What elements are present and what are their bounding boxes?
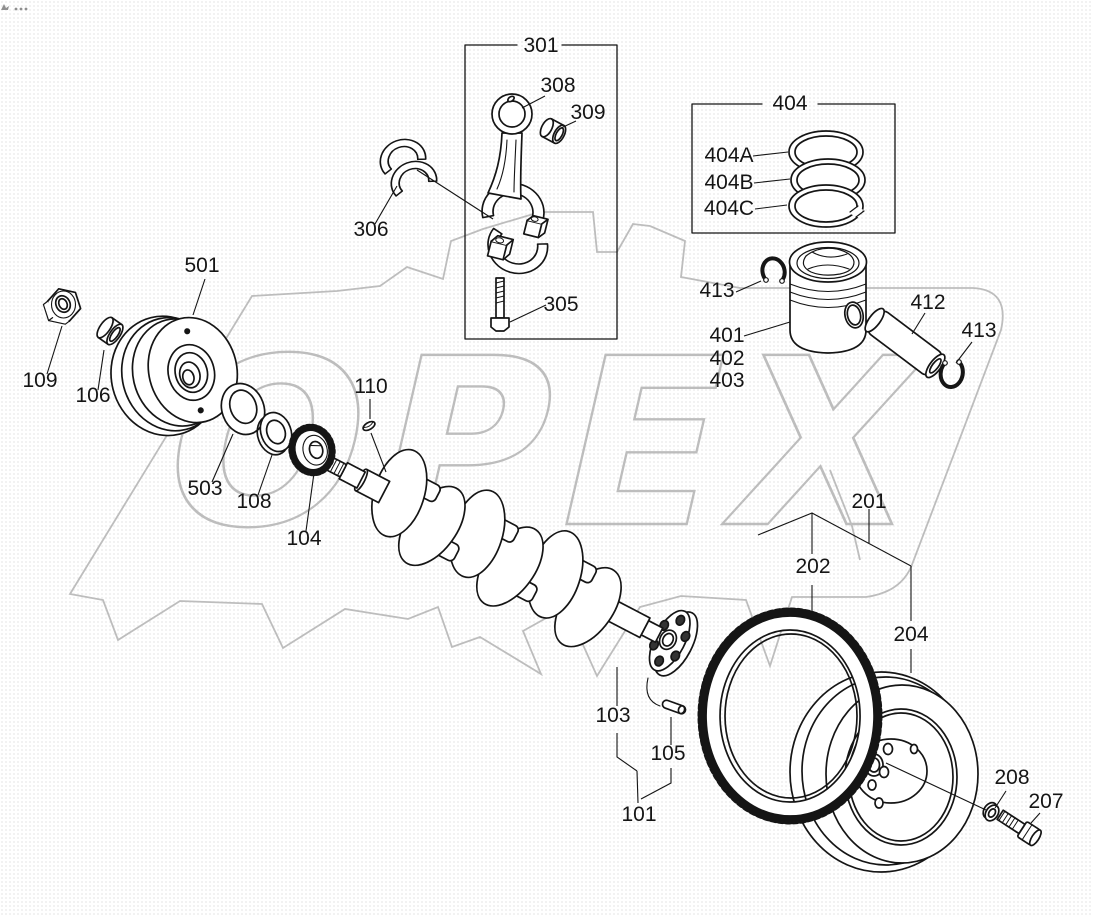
rod-bolt-art <box>490 277 510 332</box>
watermark-banner-fold <box>829 469 861 561</box>
callout-308: 308 <box>540 74 575 97</box>
flywheel-washer-art <box>982 801 1000 822</box>
ring-gear-art <box>697 607 883 825</box>
callout-110: 110 <box>354 375 387 398</box>
line-art <box>42 44 1042 873</box>
callout-101: 101 <box>621 803 656 826</box>
callout-301: 301 <box>523 34 558 57</box>
callout-413-right: 413 <box>961 319 996 342</box>
callout-306: 306 <box>353 218 388 241</box>
connecting-rod-art <box>481 93 545 227</box>
crank-nut-art <box>42 287 82 325</box>
bearing-shells-art <box>379 138 438 197</box>
piston-ring-3-art <box>788 184 865 228</box>
crank-gear-art <box>288 423 336 477</box>
callout-403: 403 <box>709 369 744 392</box>
flywheel-art <box>789 671 979 873</box>
crankshaft-art <box>320 448 699 677</box>
callout-106: 106 <box>75 384 110 407</box>
snap-ring-left-art <box>760 256 787 284</box>
watermark-banner-outline <box>68 211 1004 678</box>
callout-201: 201 <box>851 490 886 513</box>
callout-309: 309 <box>570 101 605 124</box>
callout-404: 404 <box>772 92 807 115</box>
callout-503: 503 <box>187 477 222 500</box>
callout-501: 501 <box>184 254 219 277</box>
callout-404C: 404C <box>704 197 754 220</box>
callout-402: 402 <box>709 347 744 370</box>
rod-cap-art <box>486 214 549 275</box>
thrust-washer-art <box>220 382 266 436</box>
callout-401: 401 <box>709 324 744 347</box>
flywheel-bolt-art <box>996 809 1042 847</box>
callout-412: 412 <box>910 291 945 314</box>
woodruff-key-art <box>362 420 376 432</box>
callout-208: 208 <box>994 766 1029 789</box>
callout-202: 202 <box>795 555 830 578</box>
dowel-pin-art <box>661 699 687 715</box>
callout-207: 207 <box>1028 790 1063 813</box>
callout-105: 105 <box>650 742 685 765</box>
callout-413-left: 413 <box>699 279 734 302</box>
callout-104: 104 <box>286 527 321 550</box>
ellipsis-icon <box>14 7 28 11</box>
corner-artifact-icons <box>1 4 28 11</box>
callout-108: 108 <box>236 490 271 513</box>
callout-305: 305 <box>543 293 578 316</box>
pointer-icon <box>1 4 9 10</box>
dowel-pin-locator-curve <box>646 677 661 707</box>
callout-labels: 301 308 309 306 305 404 404A 404B 404C 4… <box>22 34 1063 826</box>
piston-pin-art <box>864 307 946 379</box>
callout-404A: 404A <box>704 144 753 167</box>
callout-204: 204 <box>893 623 928 646</box>
callout-109: 109 <box>22 369 57 392</box>
conrod-box <box>379 44 618 340</box>
leader-lines <box>46 95 1041 824</box>
spacer-bushing-art <box>96 316 124 346</box>
callout-103: 103 <box>595 704 630 727</box>
pulley-art <box>110 315 239 437</box>
piston-art <box>788 241 868 354</box>
rod-bushing-art <box>539 117 567 145</box>
callout-404B: 404B <box>704 171 753 194</box>
ring-set-box <box>691 103 896 234</box>
small-washer-art <box>256 411 293 456</box>
